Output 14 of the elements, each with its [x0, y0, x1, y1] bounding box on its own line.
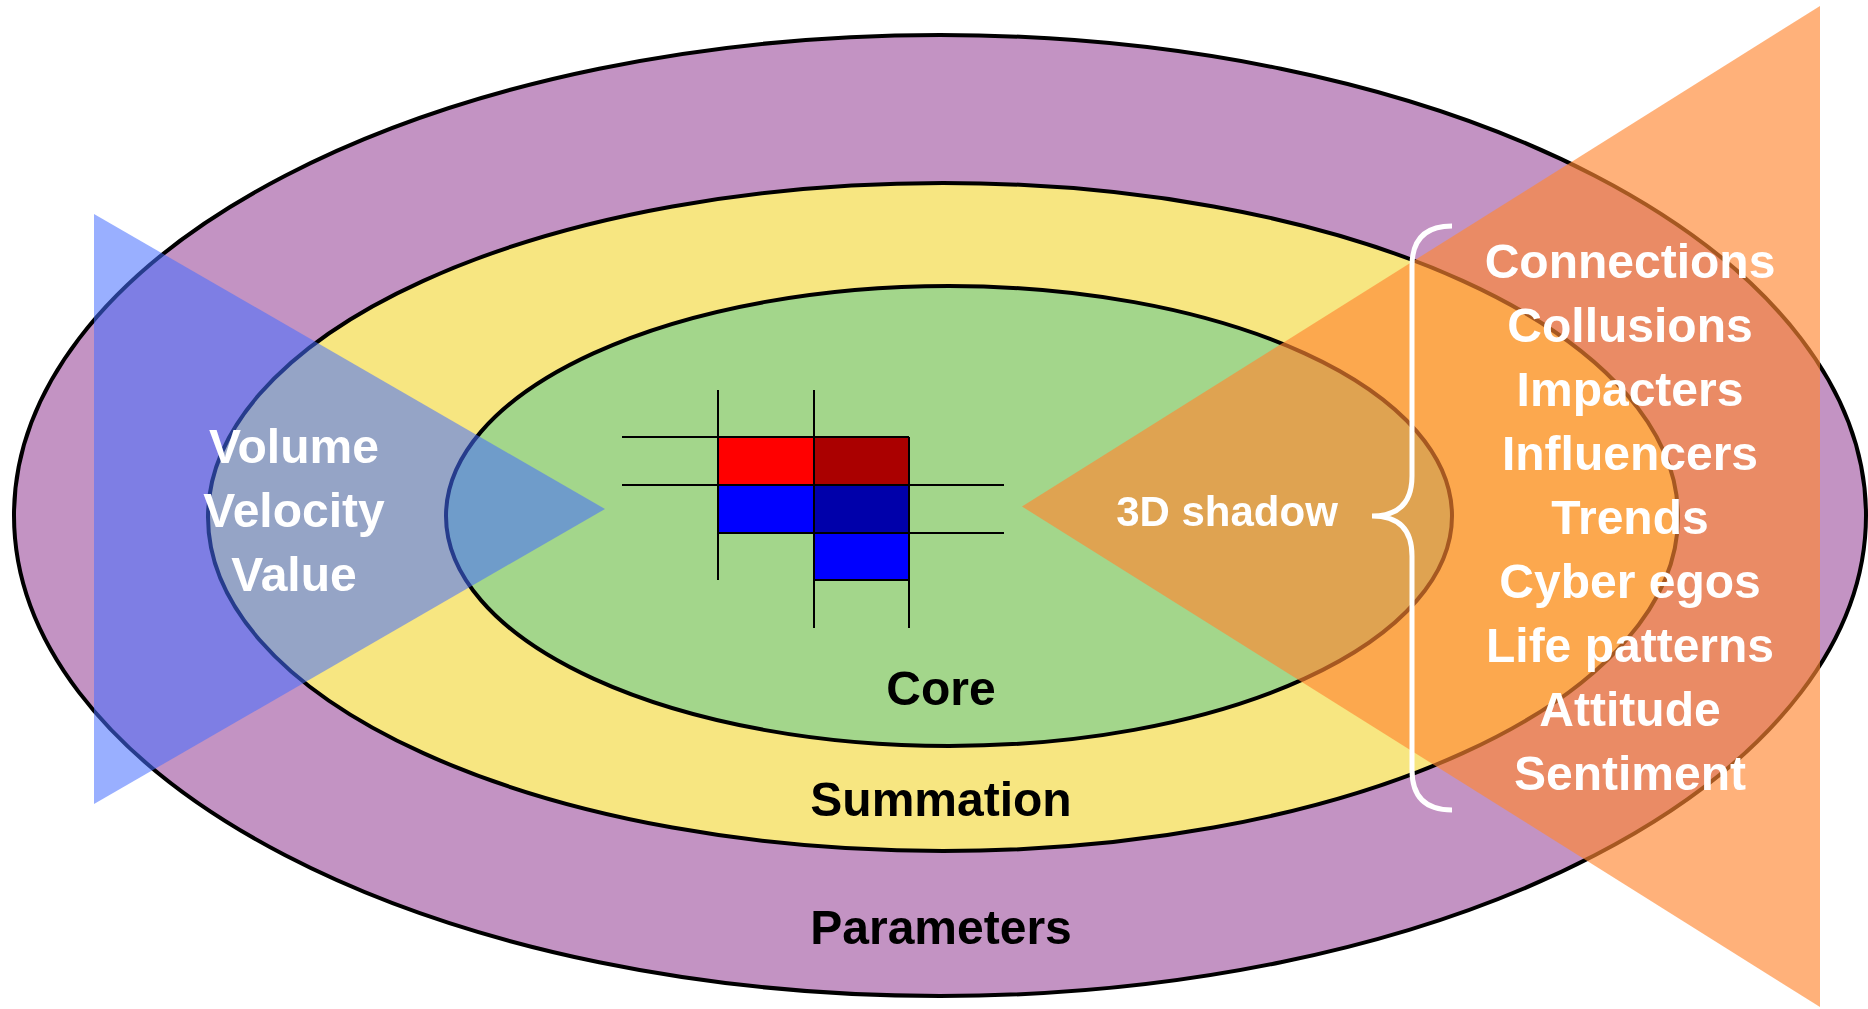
node-label: Core — [886, 665, 996, 713]
list-item-label: Influencers — [1501, 430, 1759, 478]
list-item-label: Cyber egos — [1499, 558, 1761, 606]
list-item-label: Attitude — [1539, 686, 1721, 734]
list-item-label: Collusions — [1507, 302, 1753, 350]
node-label: Parameters — [810, 904, 1072, 952]
list-item-label: Impacters — [1516, 366, 1744, 414]
list-item-label: Connections — [1484, 238, 1776, 286]
node-label: Value — [231, 551, 357, 599]
list-item-label: Trends — [1551, 494, 1709, 542]
shadow-label: 3D shadow — [1116, 491, 1338, 533]
list-item-label: Life patterns — [1486, 622, 1774, 670]
node-label: Summation — [810, 776, 1072, 824]
list-item-label: Sentiment — [1514, 750, 1746, 798]
